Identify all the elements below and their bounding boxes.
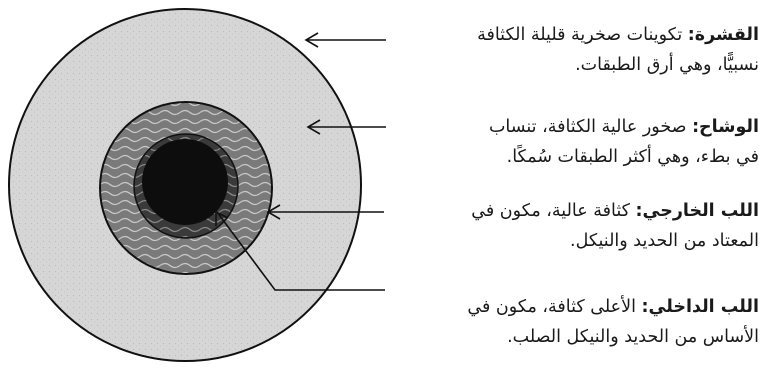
inner-core-label-line1: اللب الداخلي: الأعلى كثافة، مكون في <box>467 292 759 322</box>
inner-core-label: اللب الداخلي: الأعلى كثافة، مكون في الأس… <box>467 292 759 352</box>
mantle-term: الوشاح: <box>692 117 759 137</box>
outer-core-desc-2: المعتاد من الحديد والنيكل. <box>471 226 759 256</box>
mantle-desc-2: في بطء، وهي أكثر الطبقات سُمكًا. <box>489 142 759 172</box>
inner-core-desc-1: الأعلى كثافة، مكون في <box>467 297 636 317</box>
mantle-desc-1: صخور عالية الكثافة، تنساب <box>489 117 687 137</box>
outer-core-label: اللب الخارجي: كثافة عالية، مكون في المعت… <box>471 196 759 256</box>
inner-core-term: اللب الداخلي: <box>642 297 759 317</box>
crust-term: القشرة: <box>688 25 759 45</box>
mantle-label-line1: الوشاح: صخور عالية الكثافة، تنساب <box>489 112 759 142</box>
outer-core-term: اللب الخارجي: <box>636 201 759 221</box>
crust-label: القشرة: تكوينات صخرية قليلة الكثافة نسبي… <box>477 20 759 80</box>
outer-core-label-line1: اللب الخارجي: كثافة عالية، مكون في <box>471 196 759 226</box>
inner-core-desc-2: الأساس من الحديد والنيكل الصلب. <box>467 322 759 352</box>
inner-core-layer <box>142 139 228 225</box>
crust-desc-1: تكوينات صخرية قليلة الكثافة <box>477 25 682 45</box>
mantle-label: الوشاح: صخور عالية الكثافة، تنساب في بطء… <box>489 112 759 172</box>
crust-desc-2: نسبيًّا، وهي أرق الطبقات. <box>477 50 759 80</box>
outer-core-desc-1: كثافة عالية، مكون في <box>471 201 630 221</box>
crust-label-line1: القشرة: تكوينات صخرية قليلة الكثافة <box>477 20 759 50</box>
